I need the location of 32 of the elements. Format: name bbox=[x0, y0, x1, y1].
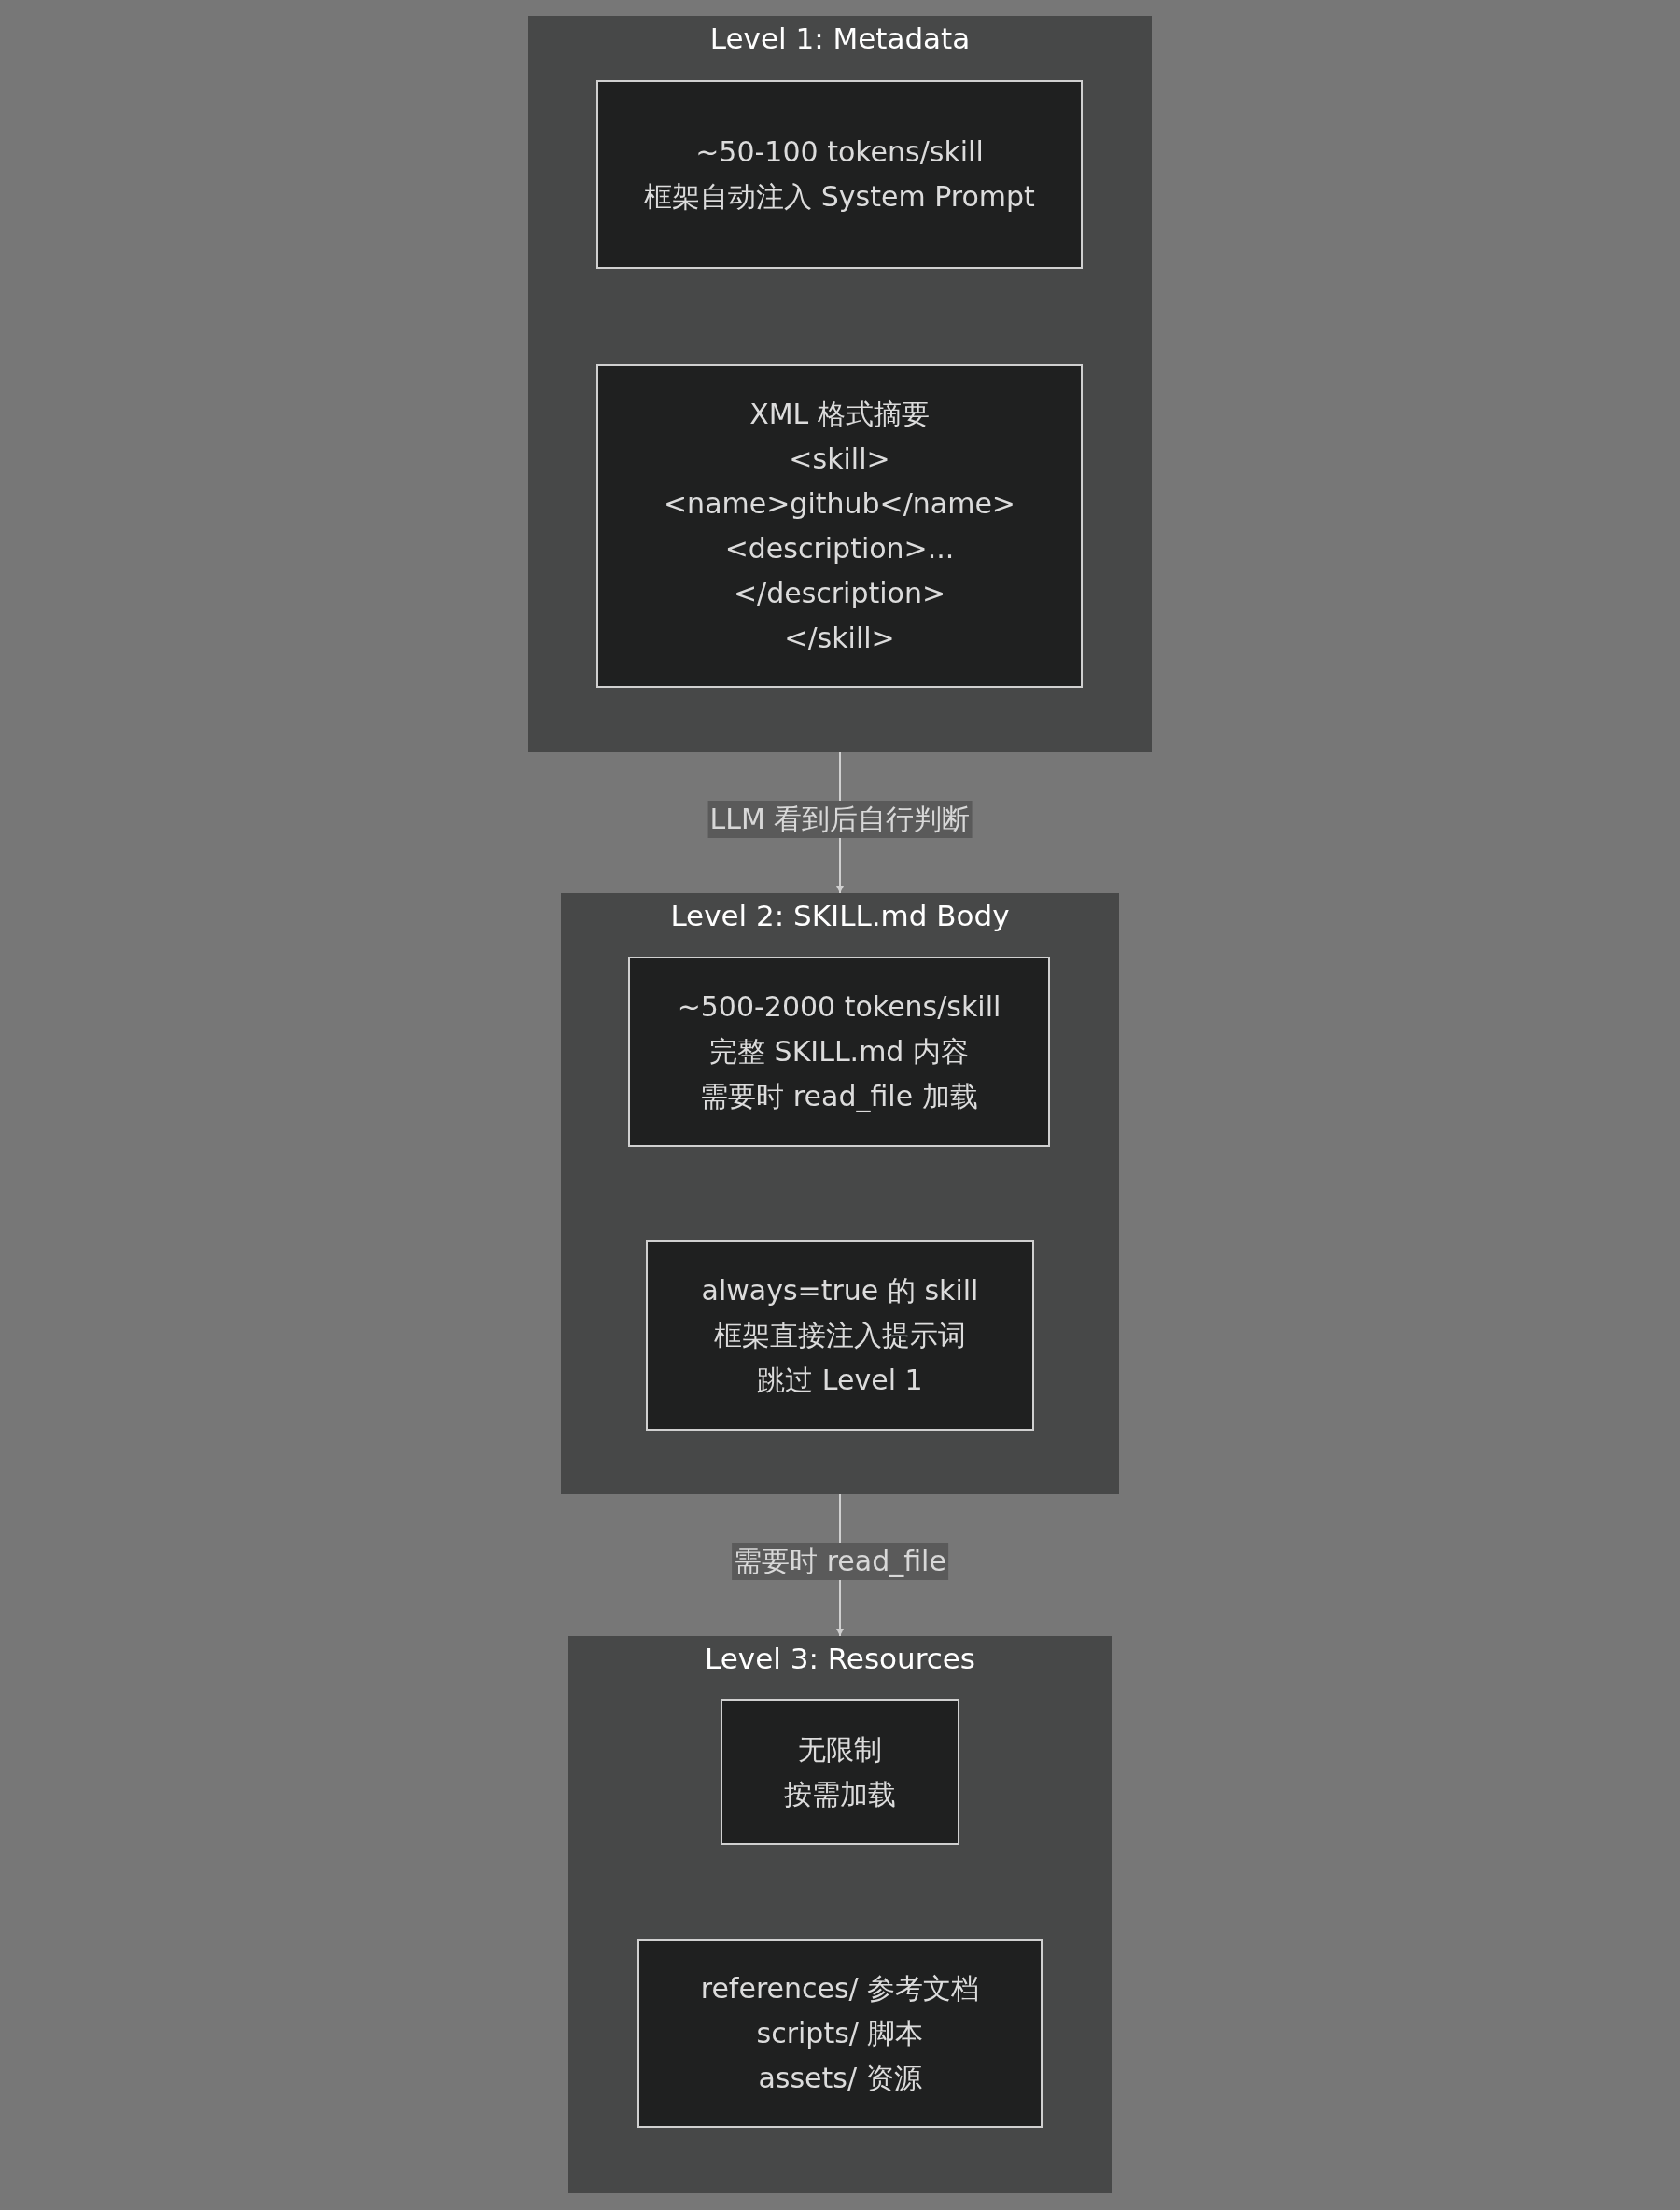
group-panel bbox=[528, 16, 1152, 752]
box-text: </skill> bbox=[784, 620, 895, 656]
process-box bbox=[637, 1939, 1043, 2128]
edge-label: LLM 看到后自行判断 bbox=[707, 800, 973, 838]
process-box bbox=[721, 1699, 959, 1845]
group-panel bbox=[568, 1636, 1112, 2193]
box-text: 框架直接注入提示词 bbox=[714, 1318, 966, 1353]
box-text: references/ 参考文档 bbox=[700, 1971, 980, 2007]
box-text: ~500-2000 tokens/skill bbox=[677, 989, 1001, 1025]
box-text: 按需加载 bbox=[784, 1777, 896, 1812]
process-box bbox=[596, 80, 1083, 269]
process-box bbox=[596, 364, 1083, 688]
group-title: Level 3: Resources bbox=[704, 1641, 976, 1677]
box-text: ~50-100 tokens/skill bbox=[695, 134, 984, 170]
box-text: 跳过 Level 1 bbox=[757, 1363, 923, 1398]
box-text: 完整 SKILL.md 内容 bbox=[709, 1034, 969, 1070]
box-text: <description>... </description> bbox=[723, 530, 956, 611]
box-text: XML 格式摘要 bbox=[749, 396, 930, 432]
box-text: scripts/ 脚本 bbox=[756, 2016, 924, 2051]
box-text: assets/ 资源 bbox=[758, 2061, 922, 2096]
process-box bbox=[628, 957, 1050, 1147]
box-text: 无限制 bbox=[798, 1732, 882, 1768]
box-text: 需要时 read_file 加载 bbox=[700, 1079, 978, 1114]
group-panel bbox=[561, 893, 1119, 1494]
group-title: Level 1: Metadata bbox=[708, 21, 972, 57]
process-box bbox=[646, 1240, 1034, 1431]
group-title: Level 2: SKILL.md Body bbox=[669, 898, 1011, 934]
box-text: 框架自动注入 System Prompt bbox=[644, 179, 1035, 215]
box-text: <name>github</name> bbox=[664, 485, 1015, 522]
edge-label: 需要时 read_file bbox=[732, 1543, 948, 1580]
box-text: <skill> bbox=[789, 441, 890, 477]
box-text: always=true 的 skill bbox=[701, 1273, 979, 1308]
